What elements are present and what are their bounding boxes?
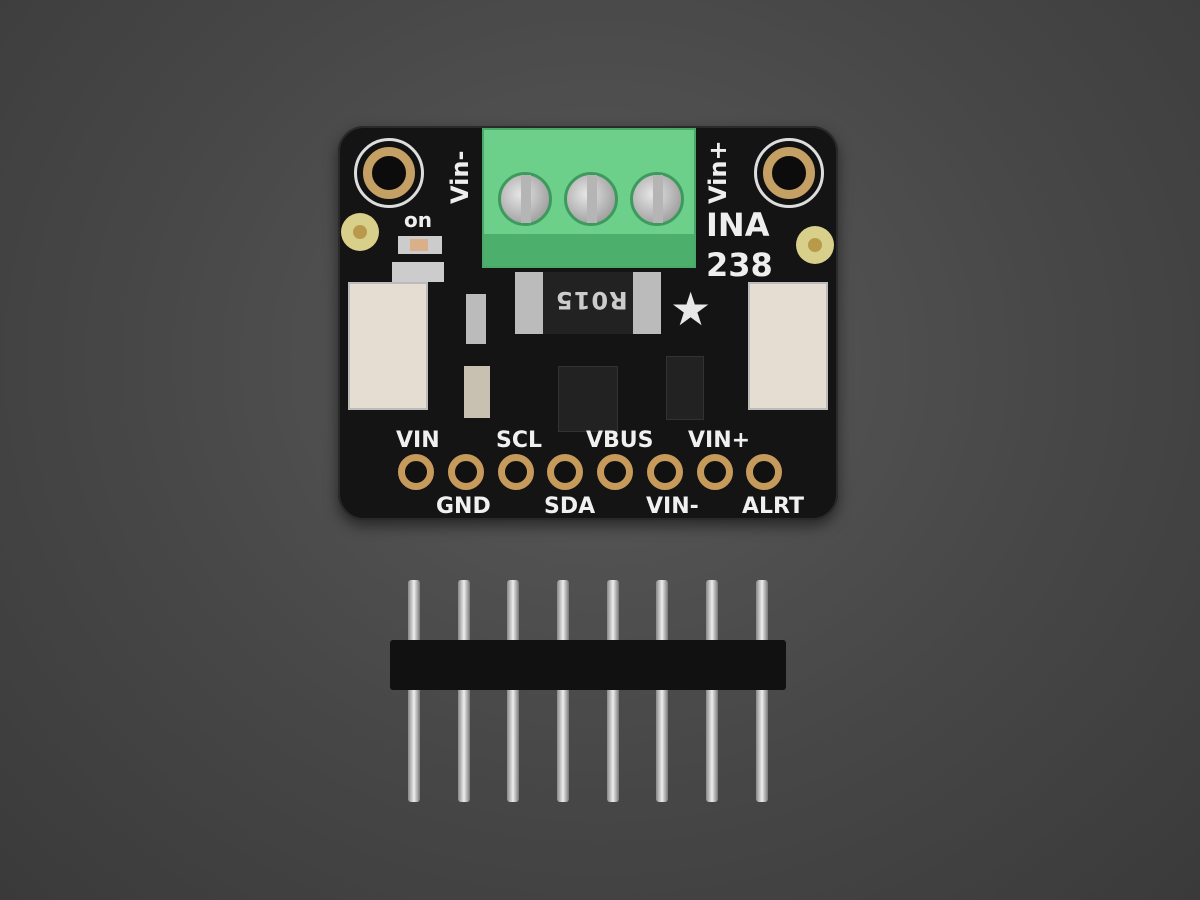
pin-label-vbus: VBUS: [586, 428, 654, 453]
screw-icon: [630, 172, 684, 226]
smd-resistor: [392, 262, 444, 282]
pin-hole-gnd: [448, 454, 484, 490]
resistor-marking: R015: [555, 286, 628, 314]
resistor-array-chip: [666, 356, 704, 420]
pin-label-vin: VIN: [396, 428, 440, 453]
pin-label-scl: SCL: [496, 428, 543, 453]
ina238-chip: [558, 366, 618, 432]
chip-name-line1: INA: [706, 206, 770, 244]
header-pin: [706, 580, 718, 802]
pin-label-alrt: ALRT: [742, 494, 805, 519]
header-pin: [607, 580, 619, 802]
fiducial-left: [341, 213, 379, 251]
pin-hole-vin: [398, 454, 434, 490]
pin-hole-sda: [547, 454, 583, 490]
pin-label-vin-minus: VIN-: [646, 494, 699, 519]
stemma-qt-connector-left: [348, 282, 428, 410]
screw-terminal-block: [482, 128, 696, 268]
header-pin: [756, 580, 768, 802]
pin-label-vin-plus: VIN+: [688, 428, 751, 453]
screw-icon: [498, 172, 552, 226]
power-led: [398, 236, 442, 254]
pin-hole-alrt: [746, 454, 782, 490]
terminal-lip: [484, 234, 694, 266]
adafruit-star-logo: ★: [670, 282, 712, 336]
mounting-hole-left: [354, 138, 424, 208]
label-vin-minus: Vin-: [446, 150, 474, 204]
shunt-resistor: R015: [515, 272, 661, 334]
mounting-hole-right: [754, 138, 824, 208]
pin-hole-vin-plus: [697, 454, 733, 490]
pin-label-gnd: GND: [436, 494, 491, 519]
pin-label-sda: SDA: [544, 494, 596, 519]
led-label: on: [404, 208, 432, 232]
screw-icon: [564, 172, 618, 226]
pin-hole-vbus: [597, 454, 633, 490]
header-pin: [408, 580, 420, 802]
fiducial-right: [796, 226, 834, 264]
pin-hole-scl: [498, 454, 534, 490]
capacitor: [466, 294, 486, 344]
resistor-cap: [633, 272, 661, 334]
header-pin: [458, 580, 470, 802]
pin-hole-vin-minus: [647, 454, 683, 490]
header-pin: [557, 580, 569, 802]
label-vin-plus: Vin+: [704, 140, 732, 204]
capacitor-large: [464, 366, 490, 418]
pin-header-strip: [390, 640, 786, 690]
header-pin: [507, 580, 519, 802]
resistor-cap: [515, 272, 543, 334]
header-pin: [656, 580, 668, 802]
chip-name-line2: 238: [706, 246, 773, 284]
pcb-edge: [338, 126, 838, 520]
stemma-qt-connector-right: [748, 282, 828, 410]
